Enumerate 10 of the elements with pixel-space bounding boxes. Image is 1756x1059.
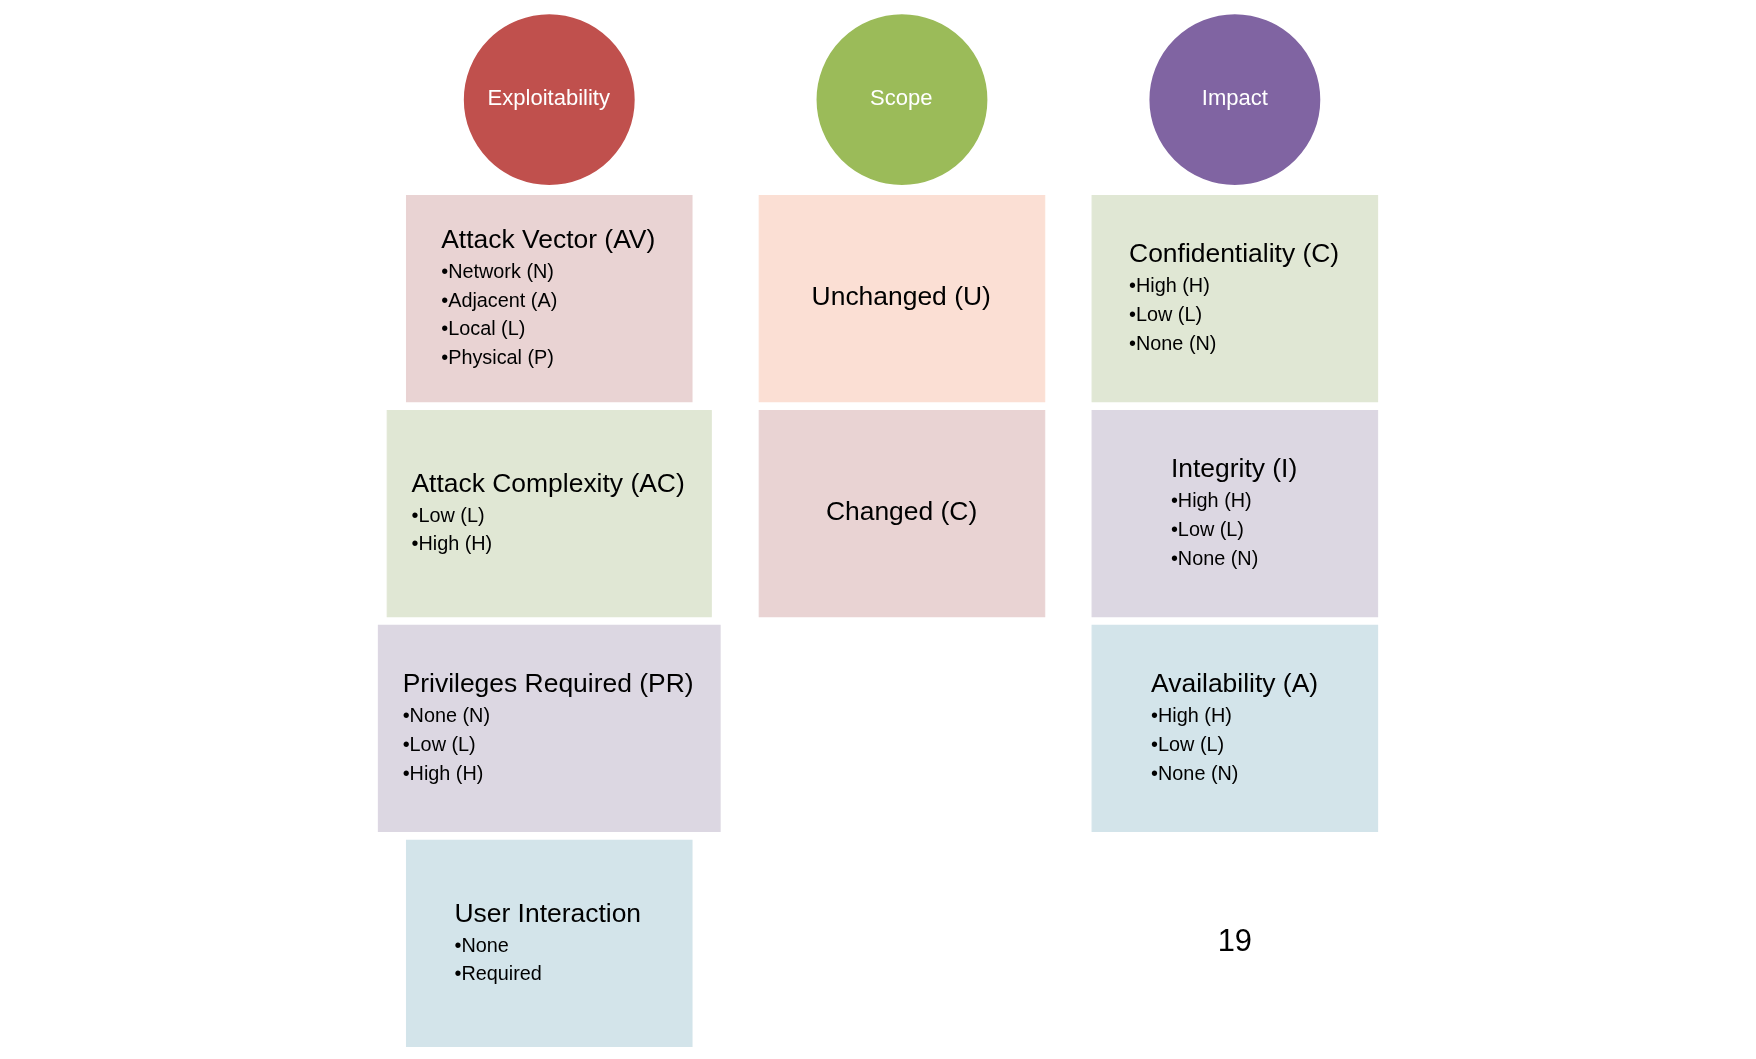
node-box: Attack Vector (AV) •Network (N) •Adjacent (A) •Local (L) •Physical (P) — [405, 194, 693, 403]
node-box: Attack Complexity (AC) •Low (L) •High (H) — [386, 409, 712, 618]
node-box: User Interaction •None •Required — [405, 839, 693, 1047]
node-box: Changed (C) — [758, 409, 1046, 618]
node-box: Availability (A) •High (H) •Low (L) •None (N) — [1091, 624, 1379, 833]
node-box: Unchanged (U) — [758, 194, 1046, 403]
node-box: Confidentiality (C) •High (H) •Low (L) •None (N) — [1091, 194, 1379, 403]
label: 19 — [1217, 923, 1253, 958]
node-box: Integrity (I) •High (H) •Low (L) •None (N) — [1091, 409, 1379, 618]
node-box: Privileges Required (PR) •None (N) •Low (L) •High (H) — [377, 624, 721, 833]
